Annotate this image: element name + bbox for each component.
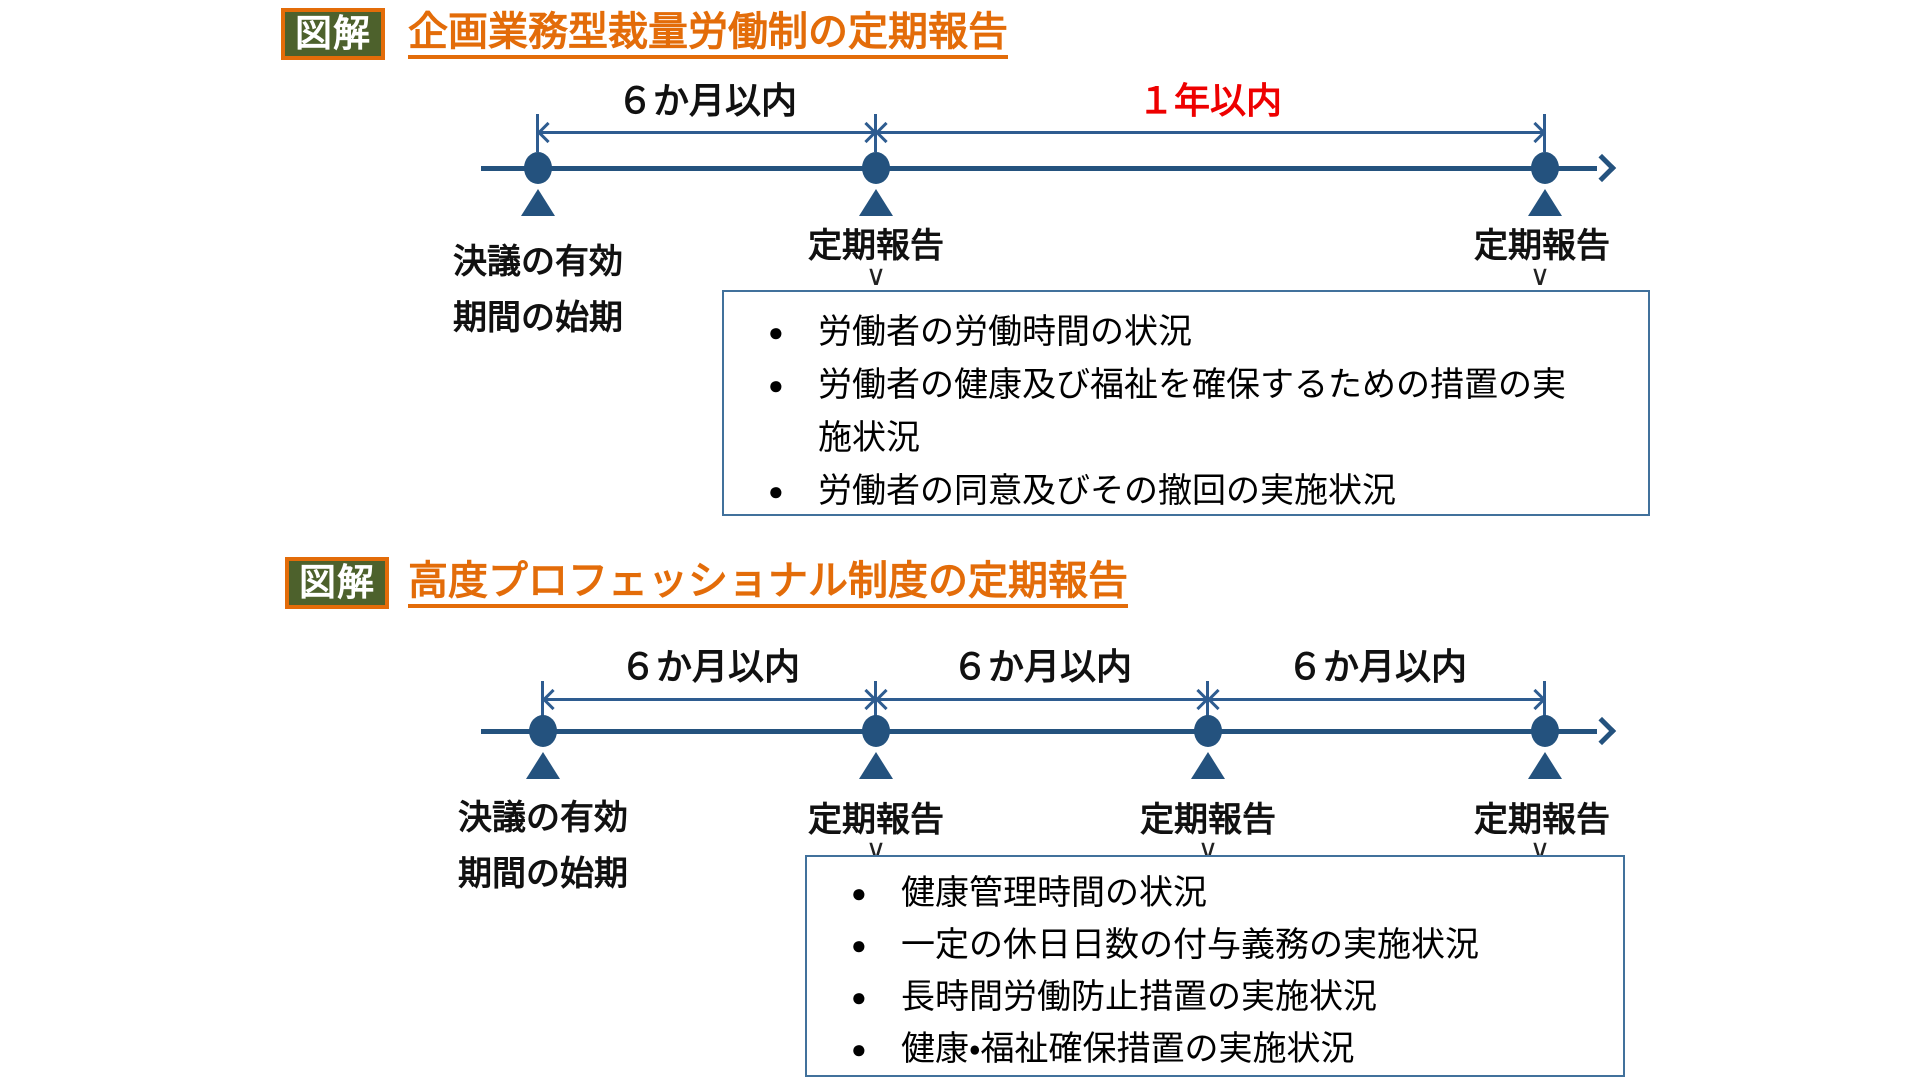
- report-label: 定期報告: [1140, 801, 1276, 839]
- start-label-line2: 期間の始期: [453, 299, 623, 337]
- arrowhead-left-icon: [541, 688, 564, 711]
- list-item-text: 労働者の労働時間の状況: [818, 313, 1192, 351]
- zukai-badge: 図解: [281, 8, 385, 60]
- bullet-icon: ●: [768, 370, 784, 400]
- timeline-dot: [1531, 715, 1559, 747]
- list-item: ● 労働者の労働時間の状況: [760, 306, 1580, 359]
- bullet-icon: ●: [851, 878, 867, 908]
- arrowhead-left-icon: [536, 121, 559, 144]
- report-label: 定期報告: [1474, 801, 1610, 839]
- list-item-text: 健康管理時間の状況: [901, 874, 1207, 912]
- timeline-dot: [524, 152, 552, 184]
- marker-triangle-icon: [1191, 752, 1225, 779]
- interval-label: ６か月以内: [619, 646, 801, 687]
- report-items-box: ●労働者の労働時間の状況 ●労働者の健康及び福祉を確保するための措置の実施状況 …: [722, 290, 1650, 516]
- measure-tick: [541, 681, 544, 719]
- bullet-icon: ●: [768, 317, 784, 347]
- list-item: ● 労働者の同意及びその撤回の実施状況: [760, 465, 1580, 518]
- bullet-icon: ●: [851, 1034, 867, 1064]
- axis-arrowhead-icon: [1587, 716, 1617, 746]
- arrowhead-left-icon: [874, 121, 897, 144]
- timeline-dot: [529, 715, 557, 747]
- timeline-dot: [1194, 715, 1222, 747]
- start-label: 決議の有効 期間の始期: [458, 790, 628, 902]
- report-items-box: ● 健康管理時間の状況 ● 一定の休日日数の付与義務の実施状況 ● 長時間労働防止措置…: [805, 855, 1625, 1077]
- measure-arrow: [536, 121, 878, 144]
- start-label-line2: 期間の始期: [458, 855, 628, 893]
- list-item: ● 労働者の健康及び福祉を確保するための措置の実施状況: [760, 359, 1580, 465]
- marker-triangle-icon: [859, 189, 893, 216]
- interval-label: ６か月以内: [616, 80, 798, 121]
- measure-tick: [1543, 114, 1546, 152]
- list-item-text: 労働者の健康及び福祉を確保するための措置の実施状況: [818, 366, 1566, 457]
- report-label: 定期報告: [1474, 227, 1610, 265]
- arrowhead-left-icon: [1206, 688, 1229, 711]
- start-label: 決議の有効 期間の始期: [453, 234, 623, 346]
- list-item: ● 長時間労働防止措置の実施状況: [843, 971, 1593, 1023]
- arrowhead-left-icon: [874, 688, 897, 711]
- timeline-axis: [481, 729, 1597, 734]
- measure-arrow: [874, 688, 1210, 711]
- timeline-dot: [862, 152, 890, 184]
- list-item-text: 一定の休日日数の付与義務の実施状況: [901, 926, 1479, 964]
- list-item-text: 健康・福祉確保措置の実施状況: [901, 1030, 1355, 1068]
- report-items-list: ●労働者の労働時間の状況 ●労働者の健康及び福祉を確保するための措置の実施状況 …: [760, 306, 1580, 518]
- zukai-badge: 図解: [285, 557, 389, 609]
- measure-tick: [1543, 681, 1546, 719]
- timeline-dot: [862, 715, 890, 747]
- measure-tick: [874, 681, 877, 719]
- list-item: ● 健康管理時間の状況: [843, 867, 1593, 919]
- list-item: ● 一定の休日日数の付与義務の実施状況: [843, 919, 1593, 971]
- start-label-line1: 決議の有効: [453, 243, 623, 281]
- marker-triangle-icon: [521, 189, 555, 216]
- measure-tick: [1206, 681, 1209, 719]
- bullet-icon: ●: [851, 982, 867, 1012]
- interval-label: １年以内: [1137, 80, 1283, 121]
- list-item-text: 長時間労働防止措置の実施状況: [901, 978, 1377, 1016]
- timeline-dot: [1531, 152, 1559, 184]
- bullet-icon: ●: [768, 476, 784, 506]
- report-items-list: ● 健康管理時間の状況 ● 一定の休日日数の付与義務の実施状況 ● 長時間労働防止措置…: [843, 867, 1593, 1075]
- chevron-down-glyph: ∨: [1529, 260, 1551, 291]
- axis-arrowhead-icon: [1587, 153, 1617, 183]
- measure-tick: [874, 114, 877, 152]
- start-label-line1: 決議の有効: [458, 799, 628, 837]
- marker-triangle-icon: [526, 752, 560, 779]
- list-item-text: 労働者の同意及びその撤回の実施状況: [818, 472, 1396, 510]
- measure-arrow: [541, 688, 878, 711]
- figure-title: 高度プロフェッショナル制度の定期報告: [408, 559, 1128, 608]
- chevron-down-glyph: ∨: [865, 260, 887, 291]
- list-item: ● 健康・福祉確保措置の実施状況: [843, 1023, 1593, 1075]
- interval-label: ６か月以内: [1286, 646, 1468, 687]
- timeline-axis: [481, 166, 1597, 171]
- measure-tick: [536, 114, 539, 152]
- measure-arrow: [1206, 688, 1547, 711]
- figure-title: 企画業務型裁量労働制の定期報告: [408, 10, 1008, 59]
- marker-triangle-icon: [859, 752, 893, 779]
- bullet-icon: ●: [851, 930, 867, 960]
- report-label: 定期報告: [808, 801, 944, 839]
- marker-triangle-icon: [1528, 189, 1562, 216]
- measure-arrow: [874, 121, 1547, 144]
- report-label: 定期報告: [808, 227, 944, 265]
- marker-triangle-icon: [1528, 752, 1562, 779]
- interval-label: ６か月以内: [951, 646, 1133, 687]
